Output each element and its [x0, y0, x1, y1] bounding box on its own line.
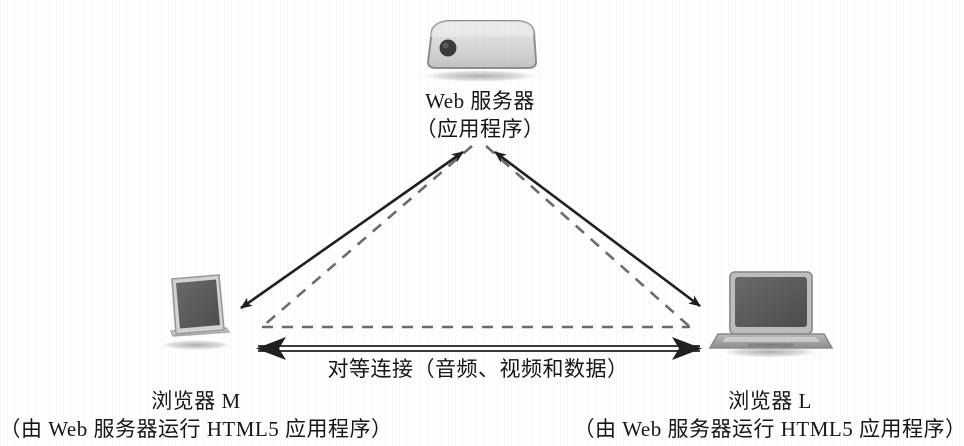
server-led-icon — [439, 39, 457, 57]
peer-arrowhead-left — [256, 337, 286, 360]
server-icon — [418, 20, 542, 83]
arrow-server-browser-l — [494, 150, 701, 308]
tablet-icon — [157, 274, 235, 351]
browser-m-sublabel: （由 Web 服务器运行 HTML5 应用程序） — [0, 417, 393, 441]
peer-connection-label: 对等连接（音频、视频和数据） — [327, 357, 629, 381]
server-label: Web 服务器 — [425, 89, 535, 113]
arrow-server-browser-m — [240, 150, 464, 310]
peer-arrowhead-right — [672, 337, 702, 360]
server-sublabel: （应用程序） — [415, 117, 545, 141]
arrow-peer-connection — [256, 337, 702, 360]
laptop-icon — [708, 271, 834, 358]
browser-m-label: 浏览器 M — [151, 389, 241, 413]
signaling-triangle-dashed — [261, 145, 691, 329]
dashed-edge-server-to-l — [485, 145, 691, 328]
browser-l-label: 浏览器 L — [728, 389, 812, 413]
dashed-edge-server-to-m — [261, 145, 473, 328]
browser-l-sublabel: （由 Web 服务器运行 HTML5 应用程序） — [573, 417, 964, 441]
